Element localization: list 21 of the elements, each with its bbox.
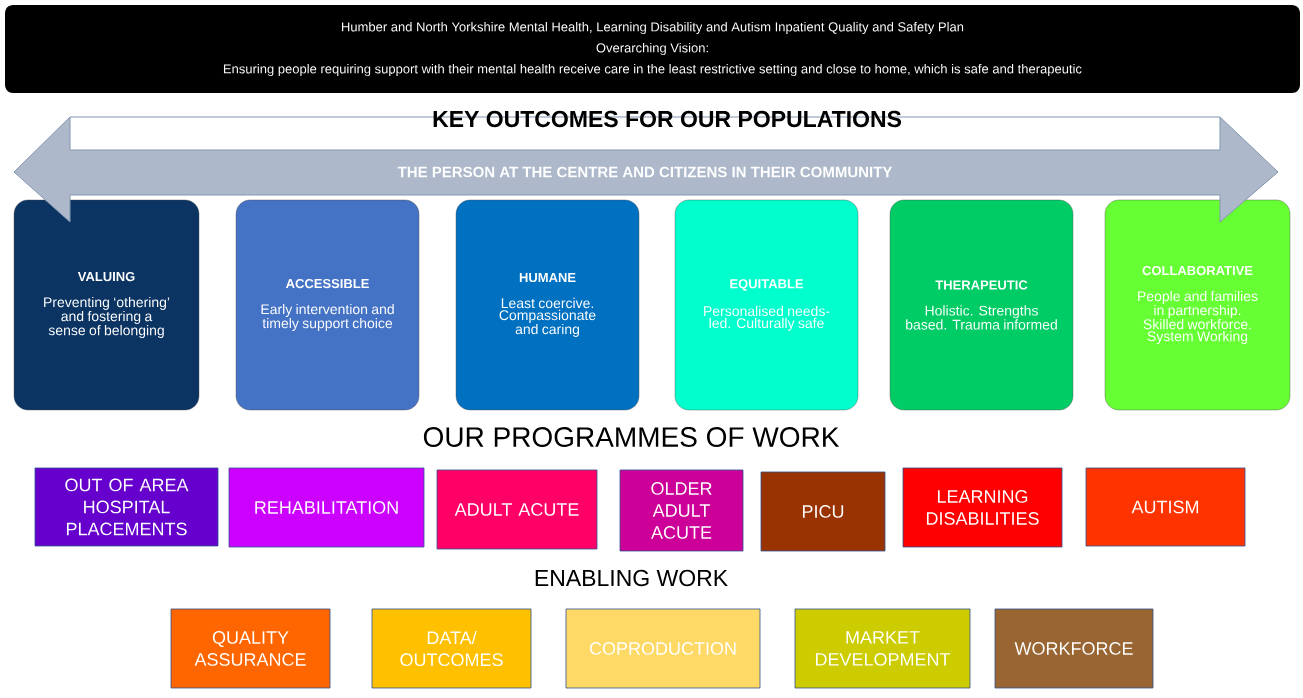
programme-box: AUTISM xyxy=(1085,467,1246,547)
vision-banner: Humber and North Yorkshire Mental Health, Learning Disability and Autism Inpatient Quality and Safety Plan Overarching Vision: Ensuring people requiring support with their mental health receive care in the least restrictive setting and close to home, which is safe and therapeutic xyxy=(5,5,1300,93)
enabling-box: MARKET DEVELOPMENT xyxy=(794,608,971,689)
enabling-box: DATA/ OUTCOMES xyxy=(371,608,532,689)
programme-box: REHABILITATION xyxy=(228,467,425,548)
programme-box: OUT OF AREA HOSPITAL PLACEMENTS xyxy=(34,467,219,547)
section-heading: OUR PROGRAMMES OF WORK xyxy=(423,427,840,447)
programme-box: ADULT ACUTE xyxy=(436,469,598,550)
outcome-box: VALUING Preventing ‘othering’ and fostering a sense of belonging xyxy=(13,199,200,411)
programme-box: PICU xyxy=(760,471,886,552)
programme-box: OLDER ADULT ACUTE xyxy=(619,469,744,552)
enabling-box: COPRODUCTION xyxy=(565,608,761,689)
outcome-box: ACCESSIBLE Early intervention and timely support choice xyxy=(235,199,420,411)
outcome-box: COLLABORATIVE People and families in partnership. Skilled workforce. System Working xyxy=(1104,199,1291,411)
programme-box: LEARNING DISABILITIES xyxy=(902,467,1063,548)
section-heading: ENABLING WORK xyxy=(535,569,728,587)
enabling-box: QUALITY ASSURANCE xyxy=(170,608,331,689)
enabling-box: WORKFORCE xyxy=(994,608,1154,689)
outcome-box: THERAPEUTIC Holistic. Strengths based. Trauma informed xyxy=(889,199,1074,411)
outcome-box: HUMANE Least coercive. Compassionate and caring xyxy=(455,199,640,411)
outcome-box: EQUITABLE Personalised needs-led. Culturally safe xyxy=(674,199,859,411)
